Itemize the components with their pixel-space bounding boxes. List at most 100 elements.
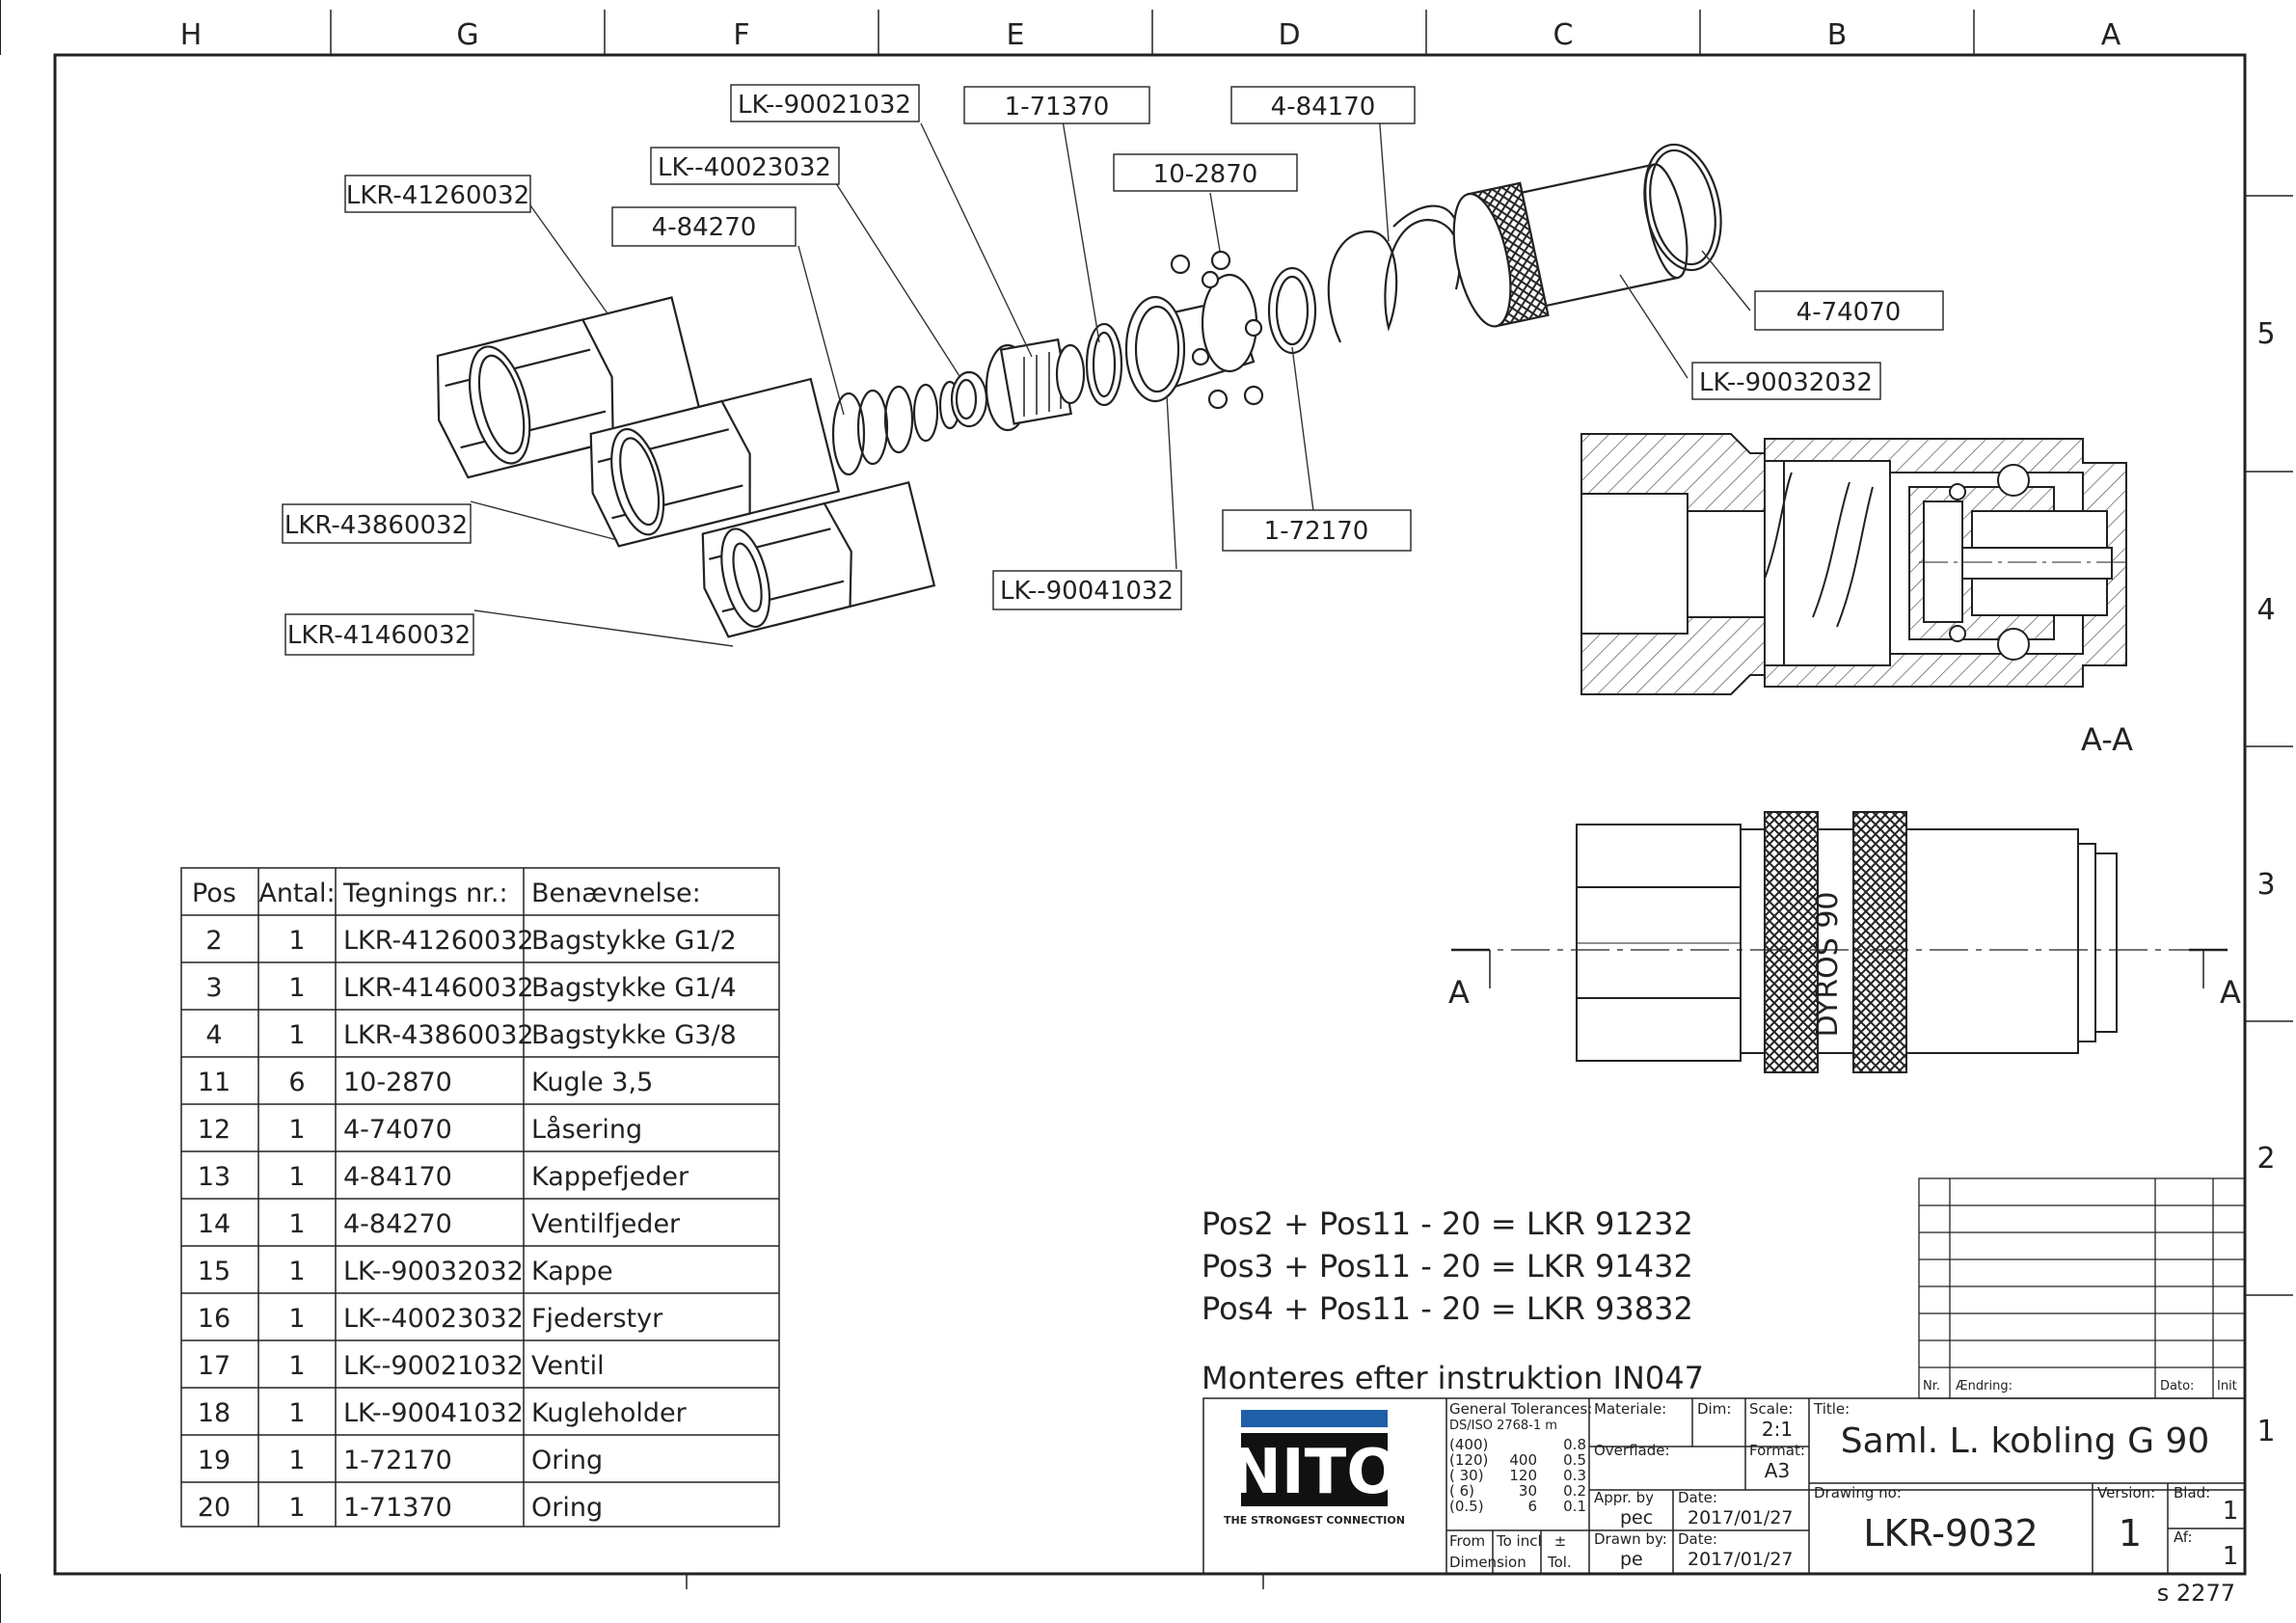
sheet-number: 1 bbox=[2223, 1497, 2239, 1526]
zone-label-4: 4 bbox=[2256, 593, 2275, 627]
valve bbox=[985, 338, 1086, 432]
bom-cell: LK--40023032 bbox=[343, 1304, 524, 1334]
svg-text:30: 30 bbox=[1519, 1482, 1537, 1500]
svg-text:Overflade:: Overflade: bbox=[1594, 1442, 1670, 1459]
logo-text: NITO bbox=[1229, 1437, 1398, 1508]
bom-cell: 1 bbox=[288, 1209, 305, 1239]
oring-71370 bbox=[1085, 322, 1123, 407]
bom-cell: 11 bbox=[198, 1068, 230, 1097]
svg-text:6: 6 bbox=[1527, 1498, 1537, 1515]
svg-text:Af:: Af: bbox=[2174, 1528, 2193, 1546]
svg-text:Title:: Title: bbox=[1813, 1400, 1850, 1418]
title-info: Title: Saml. L. kobling G 90 Drawing no:… bbox=[1813, 1400, 2238, 1571]
zone-label-a: A bbox=[2101, 18, 2121, 52]
bom-cell: 17 bbox=[198, 1351, 230, 1381]
svg-text:Version:: Version: bbox=[2097, 1484, 2155, 1501]
bom-table-grid bbox=[180, 867, 780, 1528]
svg-text:( 6): ( 6) bbox=[1449, 1482, 1474, 1500]
svg-text:Dimension: Dimension bbox=[1449, 1554, 1526, 1571]
version-number: 1 bbox=[2119, 1512, 2142, 1555]
bom-cell: 2 bbox=[205, 926, 222, 956]
callout-lk90032032: LK--90032032 bbox=[1699, 368, 1873, 397]
svg-text:Format:: Format: bbox=[1749, 1442, 1805, 1459]
callout-484170: 4-84170 bbox=[1271, 93, 1376, 122]
svg-text:(400): (400) bbox=[1449, 1436, 1488, 1453]
bom-header-cell: Tegnings nr.: bbox=[342, 879, 508, 908]
svg-text:(120): (120) bbox=[1449, 1451, 1488, 1469]
rev-header-change: Ændring: bbox=[1956, 1379, 2012, 1393]
svg-text:Scale:: Scale: bbox=[1749, 1400, 1793, 1418]
bom-cell: 1 bbox=[288, 1162, 305, 1192]
zone-row-labels: 5 4 3 2 1 bbox=[2256, 317, 2275, 1448]
balls bbox=[1170, 250, 1264, 410]
bom-cell: 4 bbox=[205, 1020, 222, 1050]
callout-boxes bbox=[282, 84, 1944, 656]
cut-label-left: A bbox=[1448, 974, 1470, 1011]
bom-cell: Låsering bbox=[531, 1115, 642, 1145]
bom-header-cell: Pos bbox=[192, 879, 236, 908]
bom-cell: Bagstykke G1/2 bbox=[531, 926, 737, 956]
zone-label-e: E bbox=[1007, 18, 1025, 52]
bom-cell: Oring bbox=[531, 1446, 603, 1475]
cut-label-right: A bbox=[2220, 974, 2241, 1011]
exploded-view bbox=[436, 143, 1722, 638]
tolerance-standard: DS/ISO 2768-1 m bbox=[1449, 1419, 1557, 1433]
bom-cell: 15 bbox=[198, 1257, 230, 1286]
zone-label-g: G bbox=[456, 18, 478, 52]
svg-text:0.3: 0.3 bbox=[1563, 1467, 1586, 1484]
section-label: A-A bbox=[2081, 721, 2133, 758]
valve-spring bbox=[831, 380, 961, 476]
svg-text:0.2: 0.2 bbox=[1563, 1482, 1586, 1500]
approved-by: pec bbox=[1620, 1507, 1653, 1528]
bom-cell: 10-2870 bbox=[343, 1068, 452, 1097]
zone-label-f: F bbox=[733, 18, 749, 52]
zone-rows bbox=[2245, 195, 2293, 1296]
bom-cell: Fjederstyr bbox=[531, 1304, 663, 1334]
svg-text:120: 120 bbox=[1509, 1467, 1537, 1484]
callout-lk40023032: LK--40023032 bbox=[658, 153, 831, 182]
company-logo: NITO THE STRONGEST CONNECTION bbox=[1224, 1410, 1405, 1527]
callout-172170: 1-72170 bbox=[1264, 517, 1369, 546]
back-piece-g38 bbox=[589, 377, 841, 548]
notes: Pos2 + Pos11 - 20 = LKR 91232 Pos3 + Pos… bbox=[1202, 1205, 1704, 1396]
bom-cell: Bagstykke G1/4 bbox=[531, 973, 737, 1003]
bom-cell: 16 bbox=[198, 1304, 230, 1334]
bom-cell: LK--90032032 bbox=[343, 1257, 524, 1286]
bom-cell: 1-72170 bbox=[343, 1446, 452, 1475]
sheet-total: 1 bbox=[2223, 1542, 2239, 1571]
callout-171370: 1-71370 bbox=[1005, 93, 1110, 122]
leader-lines bbox=[470, 108, 1751, 647]
logo-tagline: THE STRONGEST CONNECTION bbox=[1224, 1514, 1405, 1527]
bom-cell: Ventil bbox=[531, 1351, 605, 1381]
callout-lkr41460032: LKR-41460032 bbox=[287, 621, 471, 650]
bom-cell: Kappe bbox=[531, 1257, 613, 1286]
drawn-date: 2017/01/27 bbox=[1688, 1549, 1794, 1570]
rev-header-init: Init bbox=[2217, 1379, 2237, 1393]
bom-cell: 14 bbox=[198, 1209, 230, 1239]
svg-text:0.5: 0.5 bbox=[1563, 1451, 1586, 1469]
bom-cell: 4-74070 bbox=[343, 1115, 452, 1145]
svg-text:Dim:: Dim: bbox=[1697, 1400, 1731, 1418]
note-line-1: Pos2 + Pos11 - 20 = LKR 91232 bbox=[1202, 1205, 1693, 1242]
bom-cell: 1 bbox=[288, 1398, 305, 1428]
bom-cell: 1 bbox=[288, 1020, 305, 1050]
bom-cell: Kugle 3,5 bbox=[531, 1068, 653, 1097]
note-line-3: Pos4 + Pos11 - 20 = LKR 93832 bbox=[1202, 1290, 1693, 1327]
note-line-4: Monteres efter instruktion IN047 bbox=[1202, 1360, 1704, 1396]
zone-label-1: 1 bbox=[2256, 1415, 2275, 1448]
svg-text:To incl: To incl bbox=[1496, 1532, 1542, 1550]
rev-header-nr: Nr. bbox=[1923, 1379, 1940, 1393]
zone-label-2: 2 bbox=[2256, 1142, 2275, 1176]
svg-text:Appr. by: Appr. by bbox=[1594, 1489, 1654, 1506]
bom-cell: 4-84270 bbox=[343, 1209, 452, 1239]
svg-text:0.1: 0.1 bbox=[1563, 1498, 1586, 1515]
bom-cell: 1 bbox=[288, 1257, 305, 1286]
material-block: Materiale: Dim: Scale: 2:1 Overflade: Fo… bbox=[1594, 1400, 1805, 1570]
callout-102870: 10-2870 bbox=[1153, 160, 1258, 189]
bom-cell: 19 bbox=[198, 1446, 230, 1475]
sleeve-spring bbox=[1327, 204, 1461, 343]
bom-cell: 1 bbox=[288, 1115, 305, 1145]
bom-cell: Kugleholder bbox=[531, 1398, 688, 1428]
